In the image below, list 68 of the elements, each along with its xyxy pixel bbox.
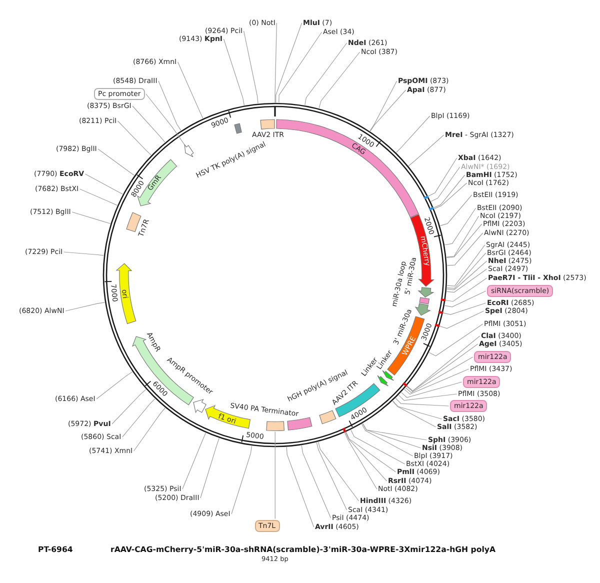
leader-line [134, 408, 166, 452]
leader-line [405, 356, 474, 393]
leader-line [274, 432, 276, 520]
leader-line [361, 424, 414, 456]
leader-line [316, 442, 348, 510]
leader-line [430, 166, 460, 202]
leader-line [370, 90, 406, 132]
leader-line [406, 344, 478, 392]
leader-line [346, 432, 396, 472]
leader-line [98, 148, 135, 176]
leader-line [301, 445, 332, 518]
leader-line [350, 430, 406, 464]
leader-line [72, 212, 111, 224]
leader-line [446, 224, 482, 258]
leader-line [408, 134, 444, 166]
leader-line [274, 22, 277, 103]
leader-line [446, 232, 484, 266]
leader-line [406, 336, 480, 392]
leader-line [362, 423, 428, 440]
leader-line [344, 432, 378, 490]
leader-line [446, 244, 486, 286]
leader-line [200, 438, 220, 498]
leader-line [434, 174, 466, 208]
leader-line [434, 182, 468, 210]
leader-line [401, 382, 462, 398]
leader-line [182, 432, 206, 490]
leader-line [64, 252, 104, 256]
leader-line [243, 30, 258, 104]
leader-line [112, 389, 146, 424]
leader-line [392, 400, 442, 420]
leader-line [118, 120, 152, 156]
leader-line [223, 38, 244, 106]
leader-line [446, 252, 486, 289]
leader-line [444, 208, 476, 246]
leader-line [392, 400, 436, 428]
leader-line [345, 432, 388, 482]
leader-line [395, 398, 450, 406]
leader-line [178, 62, 204, 119]
leader-line [446, 268, 488, 293]
leader-line [276, 22, 302, 103]
leader-line [362, 423, 422, 448]
leader-line [442, 302, 486, 315]
leader-line [132, 106, 166, 143]
leader-line [445, 278, 488, 302]
leader-line [65, 302, 105, 312]
leader-line [84, 174, 123, 194]
leader-line [122, 398, 156, 438]
leader-line [304, 42, 348, 106]
leader-line [428, 324, 484, 356]
leader-line [286, 446, 314, 528]
leader-line [231, 446, 252, 514]
leader-line [318, 442, 360, 502]
leader-line [318, 52, 360, 109]
leader-line [79, 188, 118, 206]
leader-line [158, 80, 182, 131]
leader-line [96, 372, 133, 400]
leader-line [440, 194, 472, 226]
leader-line [146, 94, 186, 147]
leader-line [278, 32, 322, 103]
leader-line [398, 394, 458, 401]
leader-line [439, 310, 484, 329]
leader-line [446, 260, 488, 290]
leader-line [404, 368, 470, 395]
leader-line [444, 290, 486, 308]
leader-line [446, 216, 480, 258]
leader-line [428, 158, 458, 196]
leader-line [396, 116, 430, 153]
leader-line [370, 80, 398, 132]
